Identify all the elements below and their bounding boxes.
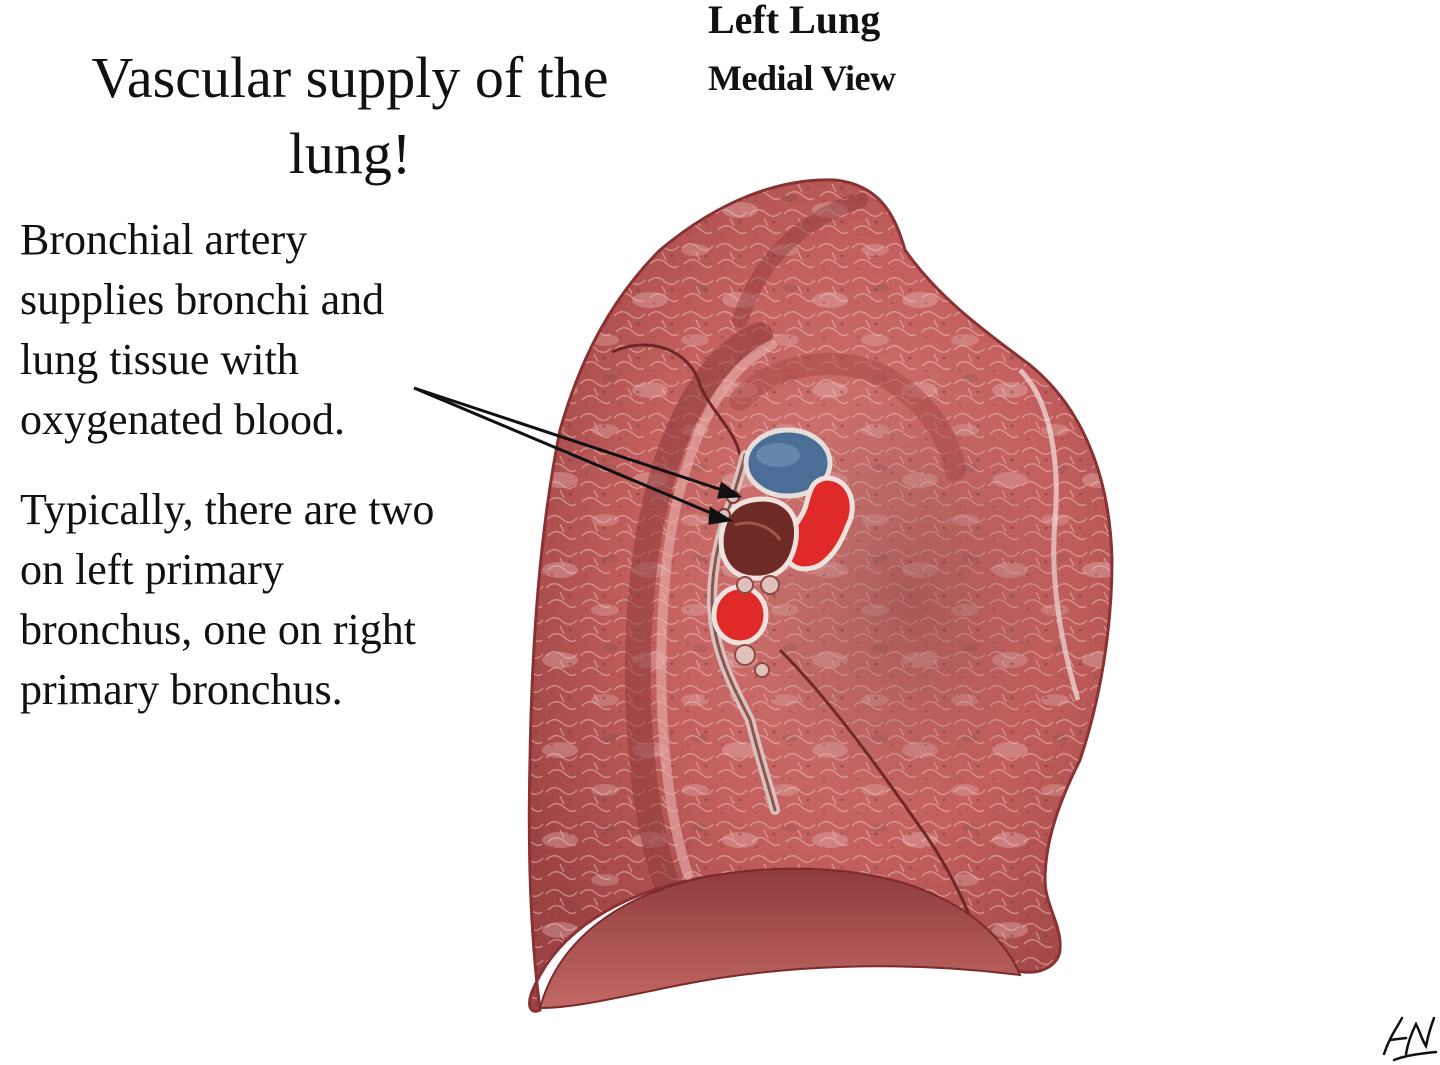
text-line: supplies bronchi and <box>20 275 385 324</box>
figure-title: Left Lung <box>708 0 881 42</box>
text-line: Typically, there are two <box>20 485 435 534</box>
text-line: on left primary <box>20 545 284 594</box>
diaphragmatic-base <box>538 867 1022 1010</box>
pulmonary-vein-red-lower <box>711 584 769 646</box>
text-line: lung tissue with <box>20 335 299 384</box>
left-primary-bronchus <box>718 496 799 581</box>
bronchial-artery-count-note: Typically, there are two on left primary… <box>20 480 434 720</box>
text-line: oxygenated blood. <box>20 395 346 444</box>
artist-signature <box>1382 1016 1438 1062</box>
bronchial-artery-description: Bronchial artery supplies bronchi and lu… <box>20 210 384 450</box>
slide-title-line-2: lung! <box>288 121 412 186</box>
aortic-groove <box>624 192 868 893</box>
text-line: Bronchial artery <box>20 215 308 264</box>
figure-subtitle: Medial View <box>708 58 896 98</box>
text-line: bronchus, one on right <box>20 605 416 654</box>
hilum <box>706 427 855 815</box>
label-pointer-arrows <box>413 386 743 525</box>
slide-title-line-1: Vascular supply of the <box>91 45 609 110</box>
pulmonary-artery-red-upper <box>782 475 855 572</box>
aortic-arch-groove <box>729 352 966 481</box>
text-line: primary bronchus. <box>20 665 343 714</box>
slide-title: Vascular supply of the lung! <box>40 40 660 192</box>
